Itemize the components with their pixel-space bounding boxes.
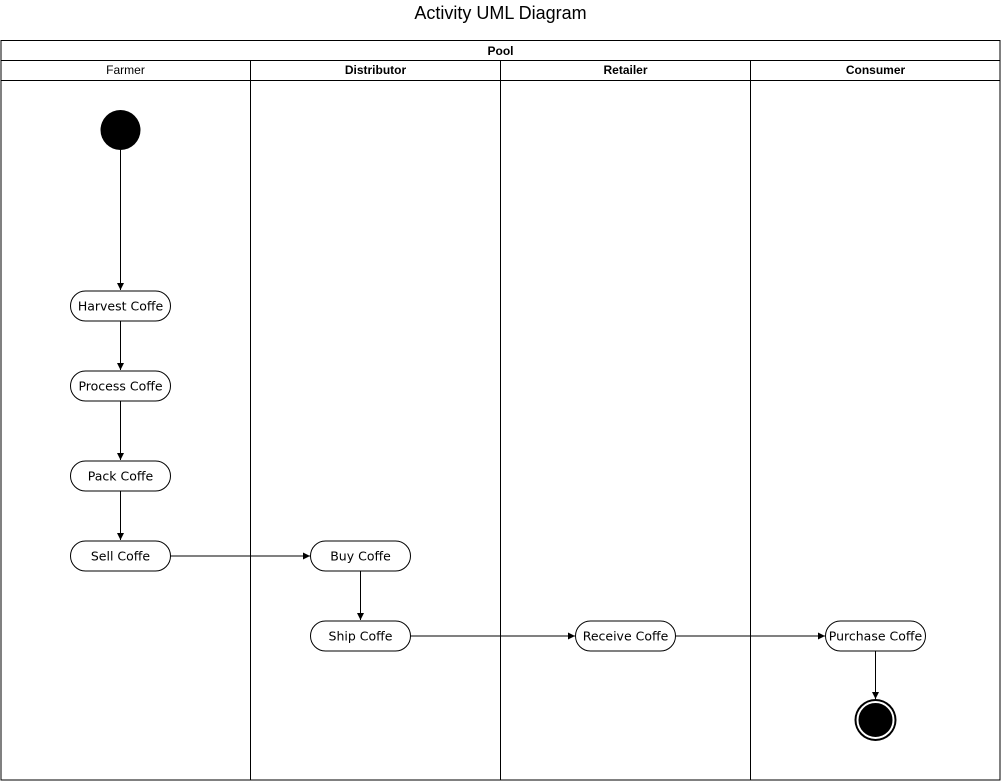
activity-label: Purchase Coffe — [829, 629, 923, 644]
activity-pack-coffe: Pack Coffe — [70, 460, 171, 492]
activity-label: Process Coffe — [78, 379, 162, 394]
diagram-title: Activity UML Diagram — [414, 3, 587, 23]
pool-name: Pool — [488, 44, 514, 58]
activity-label: Receive Coffe — [583, 629, 669, 644]
initial-node — [100, 110, 141, 150]
activity-label: Sell Coffe — [91, 549, 151, 564]
activity-process-coffe: Process Coffe — [70, 370, 171, 402]
activity-purchase-coffe: Purchase Coffe — [825, 620, 926, 652]
lane-header-retailer: Retailer — [603, 63, 647, 77]
lane-header-distributor: Distributor — [345, 63, 407, 77]
final-node — [854, 699, 897, 741]
activity-label: Harvest Coffe — [78, 299, 164, 314]
activity-label: Pack Coffe — [88, 469, 154, 484]
activity-buy-coffe: Buy Coffe — [310, 540, 411, 572]
lane-header-consumer: Consumer — [846, 63, 906, 77]
activity-ship-coffe: Ship Coffe — [310, 620, 411, 652]
activity-sell-coffe: Sell Coffe — [70, 540, 171, 572]
lane-header-farmer: Farmer — [106, 63, 145, 77]
activity-label: Buy Coffe — [330, 549, 391, 564]
activity-receive-coffe: Receive Coffe — [575, 620, 676, 652]
activity-label: Ship Coffe — [329, 629, 393, 644]
activity-harvest-coffe: Harvest Coffe — [70, 290, 171, 322]
